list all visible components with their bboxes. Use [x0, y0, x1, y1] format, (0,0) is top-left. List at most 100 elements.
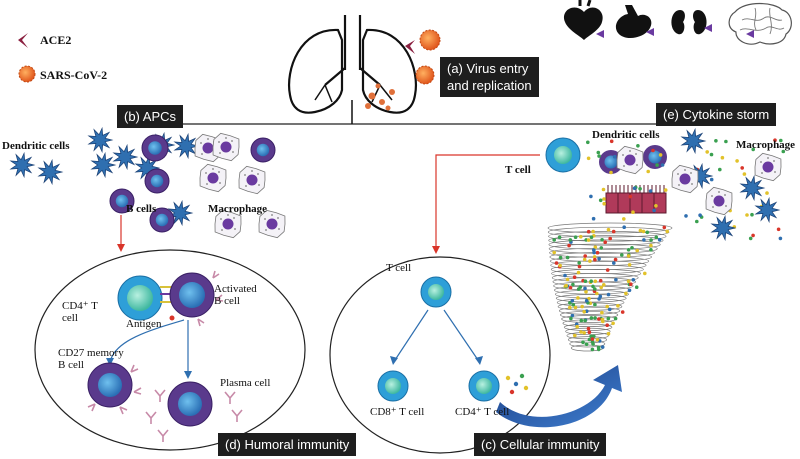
cytokine-dot	[568, 305, 572, 310]
cytokine-dot	[581, 340, 585, 345]
kidneys-icon	[671, 10, 707, 35]
dendritic-cell-icon	[9, 151, 36, 179]
panel-a-line2: and replication	[447, 78, 532, 93]
panel-a-label: (a) Virus entry and replication	[440, 57, 539, 97]
cytokine-dot	[627, 263, 632, 267]
cytokine-dot	[781, 149, 786, 154]
cytokine-dot	[658, 153, 663, 157]
cellular-t-cell	[420, 276, 452, 308]
cytokine-dot	[586, 229, 591, 234]
cd4-label: CD4⁺ T cell	[455, 406, 510, 418]
storm-trigger-arrow	[496, 365, 622, 428]
cytokine-dot	[583, 254, 587, 258]
cytokine-dot	[607, 307, 612, 312]
cytokine-dot	[602, 197, 606, 201]
cytokine-dot	[593, 302, 597, 307]
cytokine-dot	[632, 186, 637, 191]
panel-d-label: (d) Humoral immunity	[218, 433, 357, 456]
cytokine-dot	[598, 294, 603, 299]
cytokine-dot	[599, 246, 604, 250]
panel-c-label: (c) Cellular immunity	[474, 433, 607, 456]
cytokine-dot	[597, 257, 601, 261]
cytokine-dot	[582, 310, 586, 314]
cytokine-dot	[600, 310, 604, 315]
ace2-icon	[18, 33, 28, 48]
cytokine-dot	[655, 163, 659, 167]
cytokine-dot	[657, 237, 662, 242]
dendritic-cell-icon	[754, 196, 781, 224]
brain-icon	[728, 2, 792, 45]
cytokine-dot	[628, 194, 633, 199]
cytokine-dot	[584, 290, 588, 294]
activated-b-line1: Activated	[214, 283, 257, 295]
macrophage-icon	[214, 209, 242, 239]
cytokine-dot	[609, 139, 614, 144]
cytokine-dot	[578, 285, 583, 289]
cytokine-dot	[568, 238, 573, 242]
storm-macrophage-label: Macrophage	[736, 139, 796, 151]
cytokine-dot	[599, 285, 603, 290]
memory-b-antibodies	[87, 364, 142, 415]
cytokine-dot	[589, 194, 593, 199]
tornado-ring	[548, 243, 658, 254]
cytokine-dot	[589, 334, 593, 339]
cytokine-dot	[773, 138, 777, 142]
cytokine-dot	[584, 298, 589, 303]
organ-virus-markers	[596, 24, 754, 38]
cytokine-dot	[616, 304, 620, 308]
cytokine-dot	[751, 233, 755, 238]
to-cd4-arrowhead	[475, 356, 483, 365]
storm-t-cell	[545, 137, 581, 173]
cytokine-dot	[649, 248, 653, 252]
memory-b-line2: B cell	[58, 359, 84, 371]
cytokine-dot	[598, 198, 603, 203]
humoral-cd4-label: CD4⁺ T cell	[62, 300, 98, 324]
cytokine-dot	[606, 316, 611, 321]
tornado-ring	[547, 226, 670, 238]
cytokine-particles	[552, 138, 786, 352]
cytokine-dot	[584, 342, 589, 347]
dendritic-cell-icon	[680, 127, 707, 155]
cytokine-dot	[611, 321, 615, 326]
dendritic-cell-icon	[710, 214, 737, 242]
cytokine-dot	[742, 172, 747, 176]
cytokine-dot	[622, 225, 626, 229]
macrophage-icon	[616, 145, 644, 175]
cytokine-dot	[709, 177, 714, 182]
cytokine-dot	[646, 169, 650, 174]
tornado-ring	[554, 289, 629, 299]
cytokine-dot	[571, 303, 576, 307]
macrophage-icon	[199, 163, 227, 193]
b-cell-icon	[250, 137, 276, 163]
virus-legend-icon	[18, 65, 36, 83]
lungs-icon	[288, 15, 417, 124]
cytokine-dot	[641, 229, 646, 234]
tornado-ring	[558, 306, 621, 315]
cd4-cytokines	[505, 373, 529, 395]
cytokine-dot	[638, 187, 642, 191]
plasma-cell	[167, 381, 213, 427]
cytokine-dot	[587, 337, 592, 342]
cytokine-dot	[557, 235, 562, 240]
cd8-label: CD8⁺ T cell	[370, 406, 425, 418]
cytokine-dot	[620, 310, 625, 314]
storm-dendritic-label: Dendritic cells	[592, 129, 660, 141]
dendritic-cell-icon	[37, 158, 64, 186]
cytokine-dot	[622, 217, 626, 221]
cytokine-dot	[587, 330, 592, 335]
humoral-cd4-line2: cell	[62, 312, 78, 324]
cytokine-dot	[596, 345, 601, 350]
cytokine-dot	[612, 154, 617, 159]
cytokine-dot	[654, 204, 658, 208]
dendritic-cell-icon	[167, 199, 194, 227]
tornado-ring	[548, 239, 661, 250]
tornado-ring	[549, 256, 650, 266]
cytokine-dot	[606, 227, 611, 232]
lung-ace2-icon	[405, 40, 415, 54]
cytokine-dot	[563, 273, 567, 278]
cytokine-dot	[591, 229, 595, 234]
cytokine-dot	[593, 245, 598, 249]
apc-bcells-label: B cells	[126, 203, 157, 215]
